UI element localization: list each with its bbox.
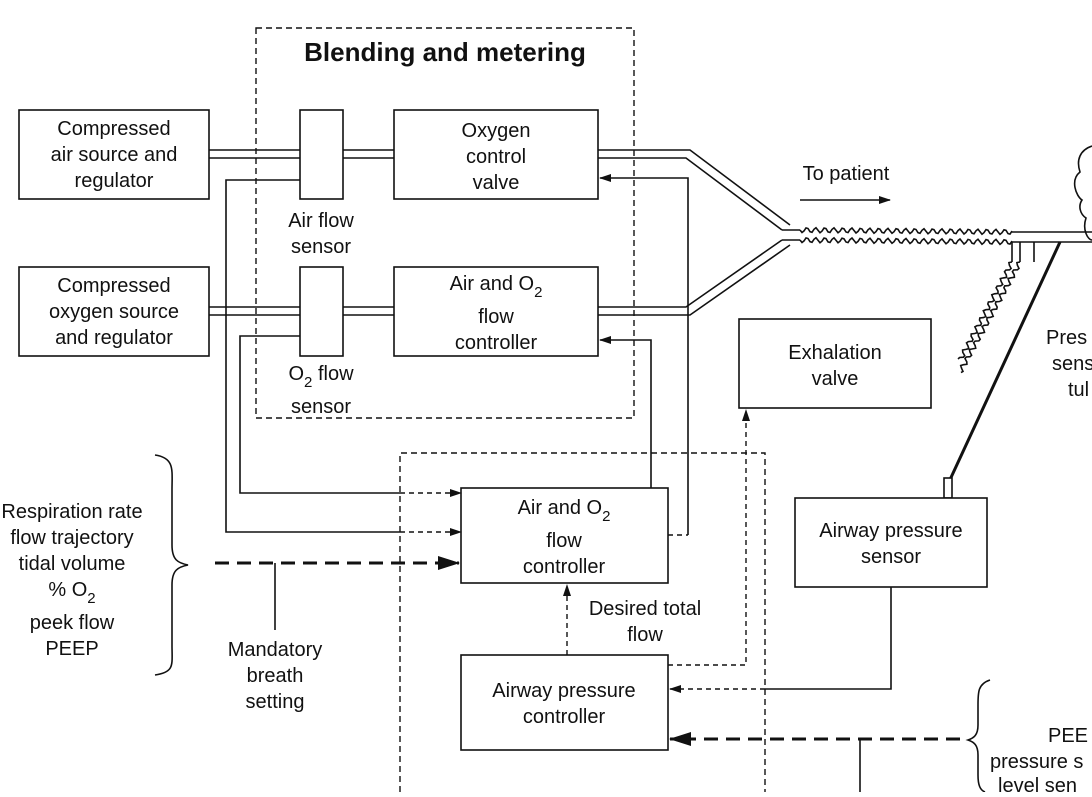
air-source-line3: regulator	[75, 170, 154, 192]
air-o2-flow-controller-bottom-box	[460, 487, 669, 584]
oxygen-source-line1: Compressed	[57, 275, 170, 297]
air-o2-top-line2: flow	[478, 306, 514, 328]
blending-metering-title: Blending and metering	[304, 37, 586, 67]
air-o2-flow-controller-top-box	[393, 266, 599, 357]
controller-to-oxygen-valve-line	[599, 174, 689, 535]
exhalation-valve-line1: Exhalation	[788, 342, 881, 364]
airway-pressure-sensor-box	[794, 497, 988, 588]
patient-tube-wave-top	[799, 226, 1013, 236]
air-flow-sensor-line2: sensor	[291, 236, 351, 258]
o2-flow-sensor-box	[299, 266, 344, 357]
airway-controller-line2: controller	[523, 706, 606, 728]
peep-settings-brace	[965, 679, 991, 793]
settings-item-6: PEEP	[45, 638, 98, 660]
air-source-box	[18, 109, 210, 200]
oxygen-valve-line1: Oxygen	[462, 120, 531, 142]
air-o2-bottom-line2: flow	[546, 530, 582, 552]
o2-flow-sensor-line1: O2 flow	[288, 363, 354, 391]
oxygen-valve-line3: valve	[473, 172, 520, 194]
mandatory-line1: Mandatory	[228, 639, 323, 661]
controller-to-flow-controller-line	[599, 336, 652, 488]
peep-settings-line1: PEE	[1048, 725, 1088, 747]
air-sensor-signal-line	[225, 179, 400, 533]
settings-item-2: flow trajectory	[10, 527, 133, 549]
airway-pressure-controller-box	[460, 654, 669, 751]
oxygen-pipe	[209, 239, 791, 316]
air-o2-bottom-line1: Air and O2	[518, 497, 611, 525]
settings-item-3: tidal volume	[19, 553, 126, 575]
exhalation-valve-box	[738, 318, 932, 409]
air-source-line1: Compressed	[57, 118, 170, 140]
settings-item-4: % O2	[48, 579, 95, 607]
air-o2-bottom-line3: controller	[523, 556, 606, 578]
air-flow-sensor-line1: Air flow	[288, 210, 354, 232]
pressure-tube-label-line2: sens	[1052, 353, 1092, 375]
air-source-line2: air source and	[51, 144, 178, 166]
oxygen-valve-line2: control	[466, 146, 526, 168]
desired-total-flow-line2: flow	[627, 624, 663, 646]
patient-head-icon	[1073, 145, 1092, 241]
mandatory-line2: breath	[247, 665, 304, 687]
air-o2-top-line3: controller	[455, 332, 538, 354]
patient-tube	[782, 226, 1092, 499]
peep-settings-line3: level sen	[998, 775, 1077, 792]
o2-flow-sensor-line2: sensor	[291, 396, 351, 418]
airway-controller-line1: Airway pressure	[492, 680, 635, 702]
oxygen-source-box	[18, 266, 210, 357]
air-pipe	[209, 149, 791, 231]
to-patient-label: To patient	[803, 163, 890, 185]
controller-to-exhalation-arrow	[668, 409, 750, 666]
mandatory-line3: setting	[246, 691, 305, 713]
peep-settings-line2: pressure s	[990, 751, 1083, 773]
sensor-to-controller-line	[765, 587, 892, 690]
settings-item-1: Respiration rate	[1, 501, 142, 523]
airway-sensor-line2: sensor	[861, 546, 921, 568]
air-flow-sensor-box	[299, 109, 344, 200]
o2-sensor-signal-line	[239, 335, 400, 494]
oxygen-control-valve-box	[393, 109, 599, 200]
desired-total-flow-line1: Desired total	[589, 598, 701, 620]
controller-frame	[399, 452, 766, 792]
exhalation-tube-wave	[957, 261, 1021, 374]
air-o2-top-line1: Air and O2	[450, 273, 543, 301]
oxygen-source-line3: and regulator	[55, 327, 173, 349]
settings-brace	[154, 454, 189, 676]
airway-sensor-line1: Airway pressure	[819, 520, 962, 542]
pressure-tube-label-line3: tul	[1068, 379, 1089, 401]
settings-item-5: peek flow	[30, 612, 115, 634]
blending-metering-frame	[255, 27, 635, 419]
exhalation-valve-line2: valve	[812, 368, 859, 390]
oxygen-source-line2: oxygen source	[49, 301, 179, 323]
pressure-tube-label-line1: Pres	[1046, 327, 1087, 349]
patient-tube-wave-bottom	[799, 236, 1013, 246]
